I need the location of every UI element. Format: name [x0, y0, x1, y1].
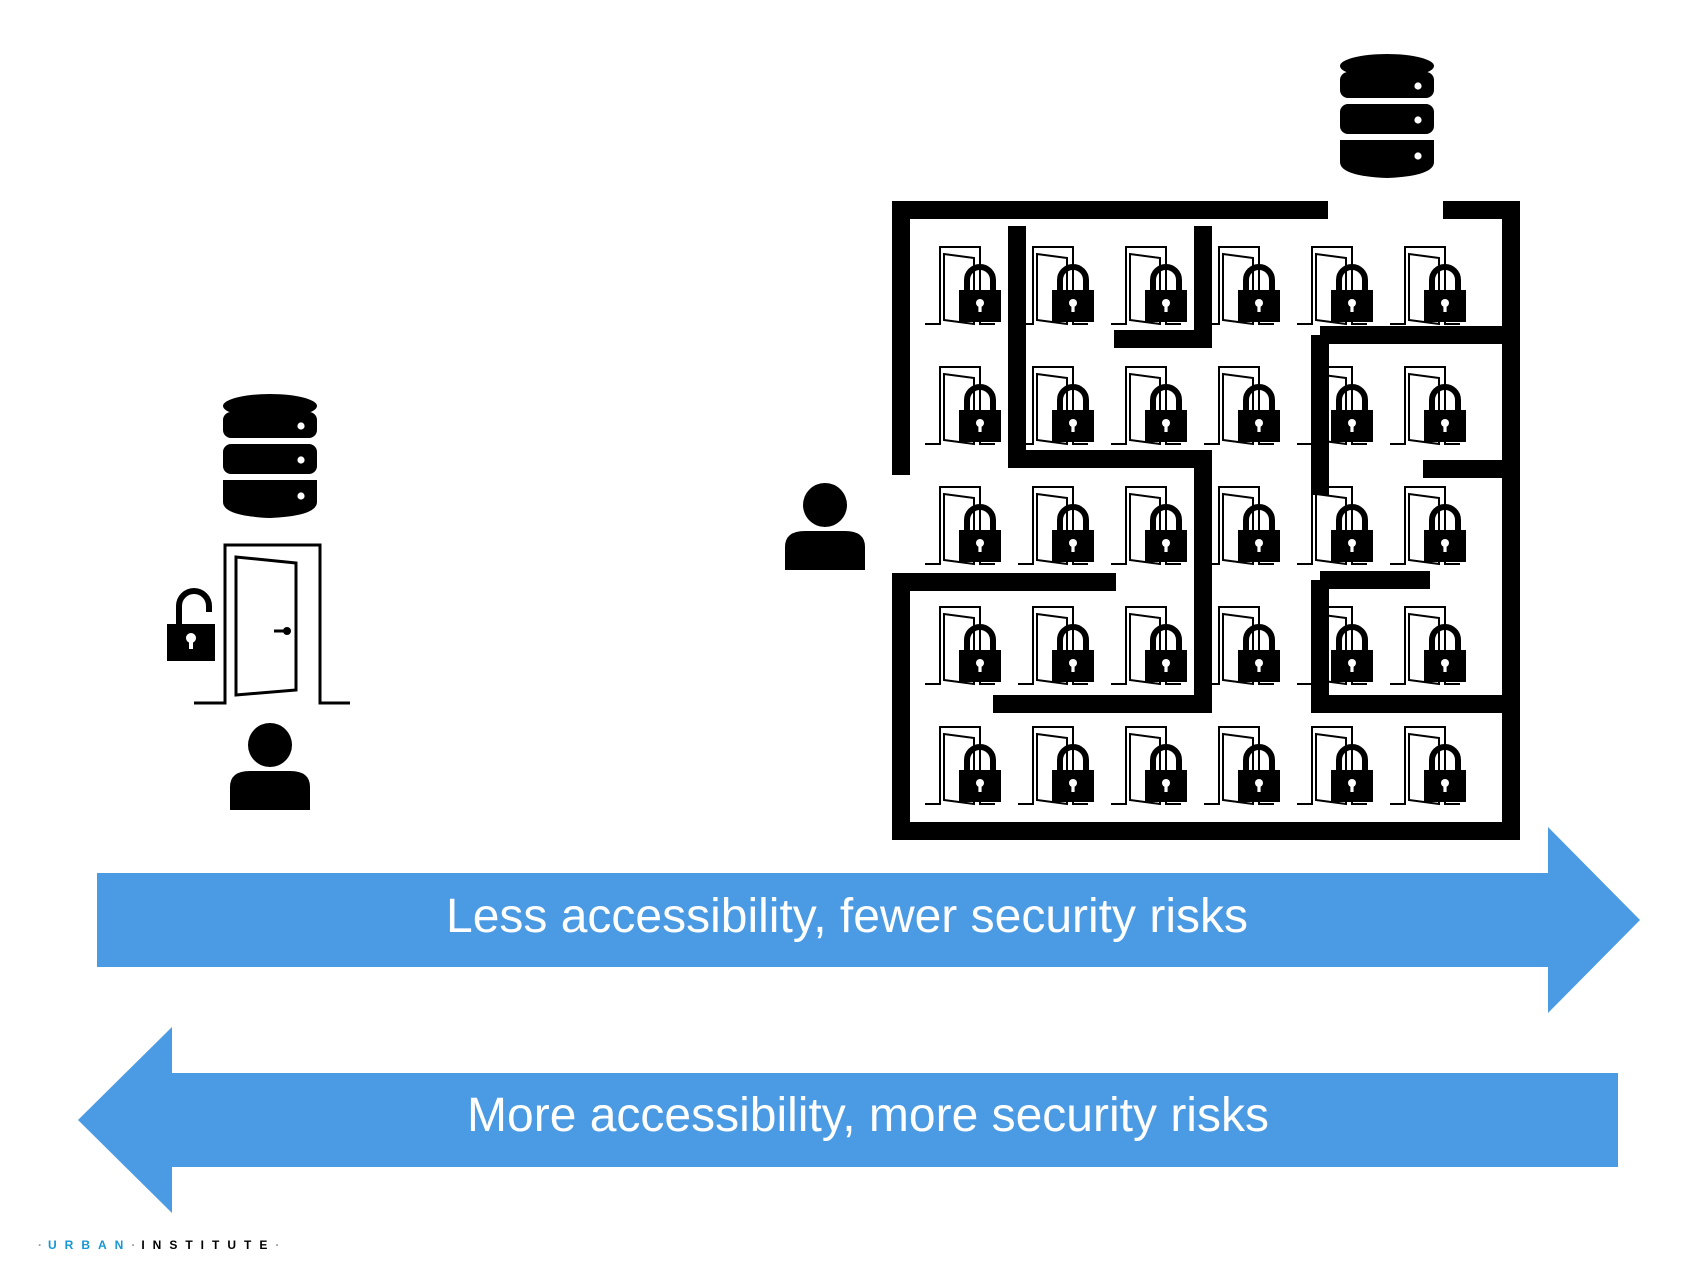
- maze-cell: [1017, 486, 1094, 565]
- maze-walls: [892, 201, 1520, 840]
- maze-cell: [1389, 246, 1466, 325]
- maze-cell: [924, 606, 1001, 685]
- maze-cell: [1203, 366, 1280, 445]
- arrow-left-label: More accessibility, more security risks: [467, 1089, 1269, 1142]
- arrow-right: [97, 827, 1640, 1013]
- maze-cell: [1110, 486, 1187, 565]
- maze-cell: [1296, 606, 1373, 685]
- maze-cell: [1203, 246, 1280, 325]
- maze-cell: [1203, 726, 1280, 805]
- maze-cell: [1110, 606, 1187, 685]
- maze-cell: [1389, 366, 1466, 445]
- maze-cell: [924, 246, 1001, 325]
- urban-institute-logo: ·URBAN·INSTITUTE·: [38, 1238, 286, 1252]
- padlock-unlocked-icon: [167, 588, 215, 661]
- maze-cell: [924, 726, 1001, 805]
- door-open-icon: [194, 543, 350, 705]
- maze-cell: [1110, 366, 1187, 445]
- maze-cell: [1203, 486, 1280, 565]
- brand-institute: INSTITUTE: [141, 1238, 276, 1252]
- database-icon-left: [223, 394, 317, 518]
- maze-cell: [1017, 726, 1094, 805]
- maze-cell: [1017, 366, 1094, 445]
- maze-cell: [1110, 246, 1187, 325]
- person-icon-right: [785, 483, 865, 570]
- database-icon-right: [1340, 54, 1434, 178]
- brand-urban: URBAN: [48, 1238, 132, 1252]
- maze-cell: [1389, 486, 1466, 565]
- arrow-right-label: Less accessibility, fewer security risks: [446, 890, 1248, 943]
- arrow-left: [78, 1027, 1618, 1213]
- maze-cell: [924, 366, 1001, 445]
- maze-cell: [1017, 606, 1094, 685]
- maze-cell: [1296, 726, 1373, 805]
- maze-cell: [1389, 726, 1466, 805]
- maze-cell: [1296, 486, 1373, 565]
- maze-cell: [1389, 606, 1466, 685]
- maze-cell: [924, 486, 1001, 565]
- maze-cell: [1110, 726, 1187, 805]
- maze-cell: [1296, 366, 1373, 445]
- maze-cell: [1203, 606, 1280, 685]
- person-icon-left: [230, 723, 310, 810]
- maze-cell: [1017, 246, 1094, 325]
- maze-cell: [1296, 246, 1373, 325]
